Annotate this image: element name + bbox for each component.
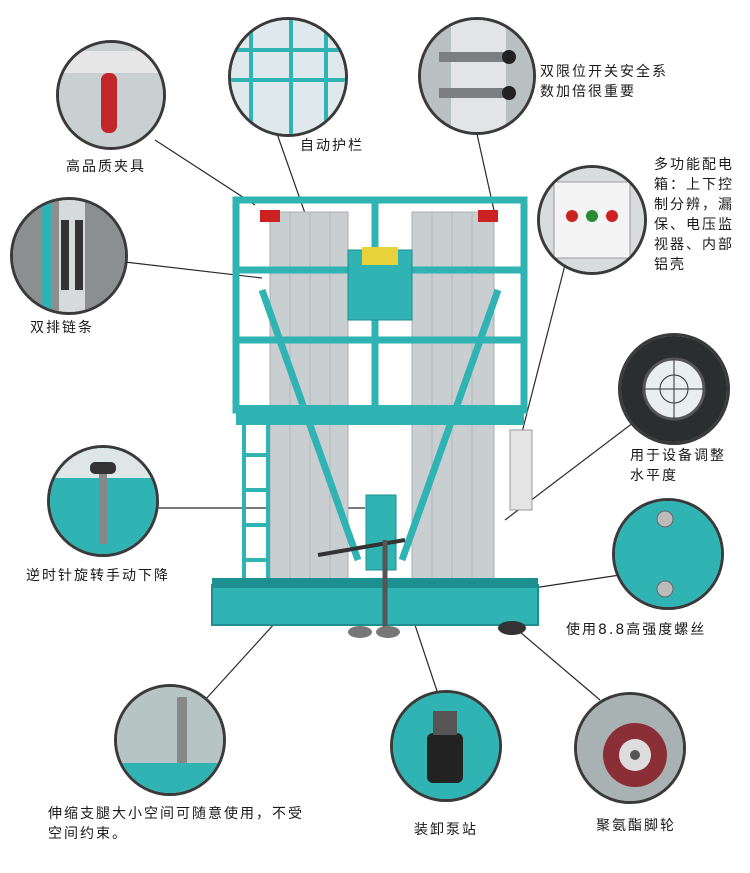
clamp-label: 高品质夹具 [66,159,146,175]
level-label: 用于设备调整水平度 [630,448,726,484]
limit-switch-detail [418,17,536,135]
control-box-label: 多功能配电箱：上下控制分辨，漏保、电压监视器、内部铝壳 [654,157,734,273]
hydraulic-pump-icon [427,711,463,783]
guardrail-detail [228,17,348,137]
double-chain-detail [10,197,128,315]
manual-descent-detail [47,445,159,557]
clamp-detail [56,40,166,150]
control-box-detail [537,165,647,275]
level-detail [618,333,730,445]
double-chain-label: 双排链条 [30,320,94,336]
pump-station-label: 装卸泵站 [414,822,478,838]
screw-knob-icon [90,462,116,544]
chain-icon [61,220,83,290]
limit-switch-icon [439,50,516,100]
right-mast [411,211,495,588]
manual-descent-label: 逆时针旋转手动下降 [26,568,170,584]
guardrail-icon [231,20,345,134]
limit-switch-label: 双限位开关安全系数加倍很重要 [540,64,668,100]
chassis-base [211,584,539,626]
outrigger-label: 伸缩支腿大小空间可随意使用，不受空间约束。 [48,806,304,842]
left-mast [269,211,349,588]
guardrail-label: 自动护栏 [300,138,364,154]
red-handle-clamp-icon [101,73,117,133]
platform-floor [236,405,524,425]
pump-station-detail [390,690,502,802]
bolts-label: 使用8.8高强度螺丝 [566,622,707,638]
wheels-detail [574,692,686,804]
bolt-icon [656,510,674,598]
wheels-label: 聚氨酯脚轮 [596,818,676,834]
outrigger-detail [114,684,226,796]
caster-wheel-icon [603,723,667,787]
bolts-detail [612,498,724,610]
